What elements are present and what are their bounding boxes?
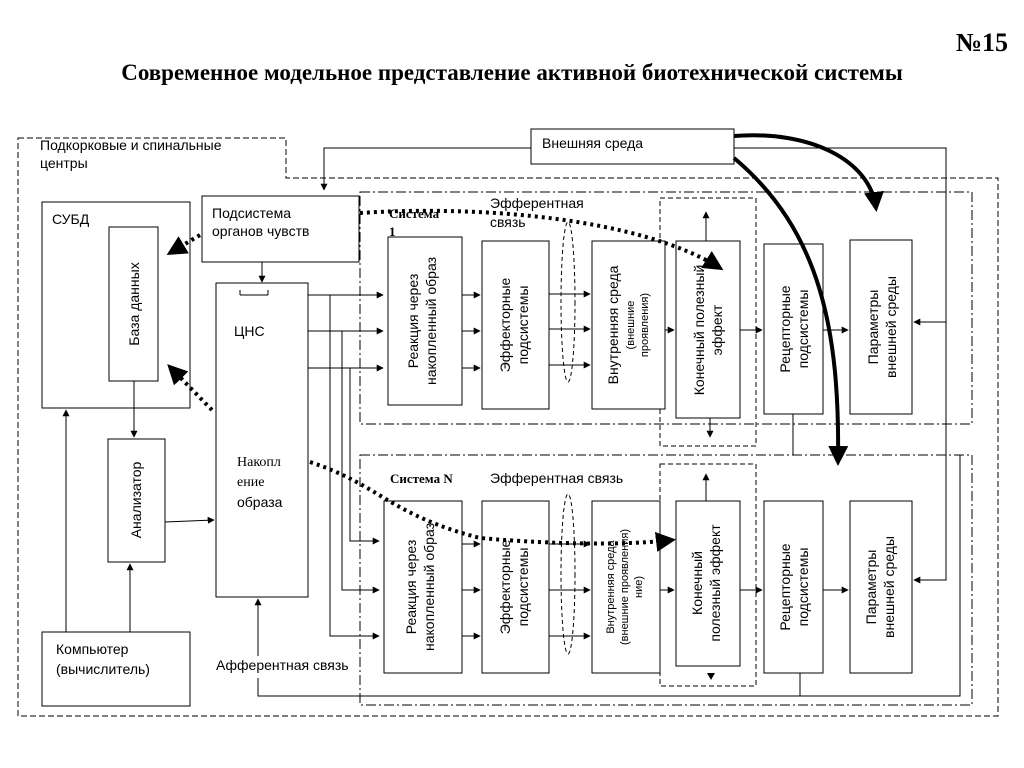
internal-env-box-top	[591, 240, 666, 410]
params-top-line2: внешней среды	[883, 276, 899, 378]
efferent-ellipse-bottom	[560, 493, 576, 655]
dotted-curves	[166, 208, 724, 552]
params-box-top	[849, 239, 913, 415]
efferent1-label-line2: связь	[490, 214, 526, 230]
dbms-label: СУБД	[52, 211, 90, 227]
effector-box-top	[481, 240, 550, 410]
final-effect-box-bottom	[675, 500, 741, 667]
system1-label-line2: 1	[389, 224, 396, 239]
receptor-top-line1: Рецепторные	[777, 285, 793, 372]
effector-bottom-line1: Эффекторные	[497, 540, 513, 635]
receptor-bottom-line2: подсистемы	[795, 548, 811, 627]
computer-label-line2: (вычислитель)	[56, 661, 150, 677]
connectors	[62, 147, 961, 697]
efferent1-label-line1: Эфферентная	[490, 195, 584, 211]
accumulation-label-line1: Накопл	[237, 455, 281, 470]
internal-bottom-line2: (внешние проявления)	[619, 529, 631, 645]
internal-top-line1: Внутренняя среда	[605, 265, 621, 384]
subcortical-label-line2: центры	[40, 155, 88, 171]
analyzer-label: Анализатор	[128, 462, 144, 539]
sense-organs-label-line2: органов чувств	[212, 223, 309, 239]
final-top-line1: Конечный полезный	[691, 265, 707, 396]
reaction-bottom-line2: накопленный образ	[421, 523, 437, 651]
database-label: База данных	[126, 262, 142, 345]
system1-label-line1: Система	[389, 206, 440, 221]
params-box-bottom	[849, 500, 913, 674]
params-bottom-line1: Параметры	[863, 550, 879, 625]
internal-top-line3: проявления)	[639, 293, 651, 357]
systemN-frame	[359, 454, 973, 706]
effector-top-line1: Эффекторные	[497, 278, 513, 373]
systemN-label: Система N	[390, 471, 453, 486]
subcortical-label-line1: Подкорковые и спинальные	[40, 137, 222, 153]
external-environment-box	[530, 128, 735, 165]
afferent-label: Афферентная связь	[216, 657, 349, 673]
receptor-box-bottom	[763, 500, 824, 674]
final-bottom-line1: Конечный	[689, 551, 705, 615]
system1-frame	[359, 191, 973, 425]
down-marker	[707, 673, 715, 680]
final-bottom-line2: полезный эффект	[707, 524, 723, 642]
accumulation-label-line2: ение	[237, 475, 264, 490]
subcortical-frame	[17, 137, 999, 717]
reaction-bottom-line1: Реакция через	[403, 540, 419, 635]
accumulation-label-line3: образа	[237, 494, 283, 510]
params-bottom-line2: внешней среды	[881, 536, 897, 638]
bold-curves	[732, 133, 884, 466]
cns-box	[215, 282, 309, 598]
internal-env-box-bottom	[591, 500, 661, 674]
external-environment-label: Внешняя среда	[542, 135, 643, 151]
computer-box	[41, 631, 191, 707]
receptor-top-line2: подсистемы	[795, 290, 811, 369]
analyzer-box	[107, 438, 166, 563]
internal-bottom-line3: ние)	[633, 576, 645, 598]
final-effect-box-top	[675, 240, 741, 419]
internal-bottom-line1: Внутренняя среда	[605, 539, 617, 633]
reaction-top-line2: накопленный образ	[423, 257, 439, 385]
final-top-line2: эффект	[709, 304, 725, 355]
sense-organs-label-line1: Подсистема	[212, 205, 291, 221]
computer-label-line1: Компьютер	[56, 641, 129, 657]
reaction-top-line1: Реакция через	[405, 274, 421, 369]
effector-bottom-line2: подсистемы	[515, 548, 531, 627]
efferent-ellipse-top	[560, 221, 576, 383]
cns-label: ЦНС	[234, 323, 265, 339]
slide-number: №15	[955, 28, 1008, 57]
internal-top-line2: (внешние	[625, 301, 637, 350]
effector-top-line2: подсистемы	[515, 286, 531, 365]
effector-box-bottom	[481, 500, 550, 674]
reaction-box-top	[387, 236, 463, 406]
sense-organs-box	[201, 195, 360, 263]
params-top-line1: Параметры	[865, 290, 881, 365]
database-box	[108, 226, 159, 382]
receptor-bottom-line1: Рецепторные	[777, 543, 793, 630]
efferentN-label: Эфферентная связь	[490, 470, 623, 486]
slide-title: Современное модельное представление акти…	[121, 60, 903, 85]
